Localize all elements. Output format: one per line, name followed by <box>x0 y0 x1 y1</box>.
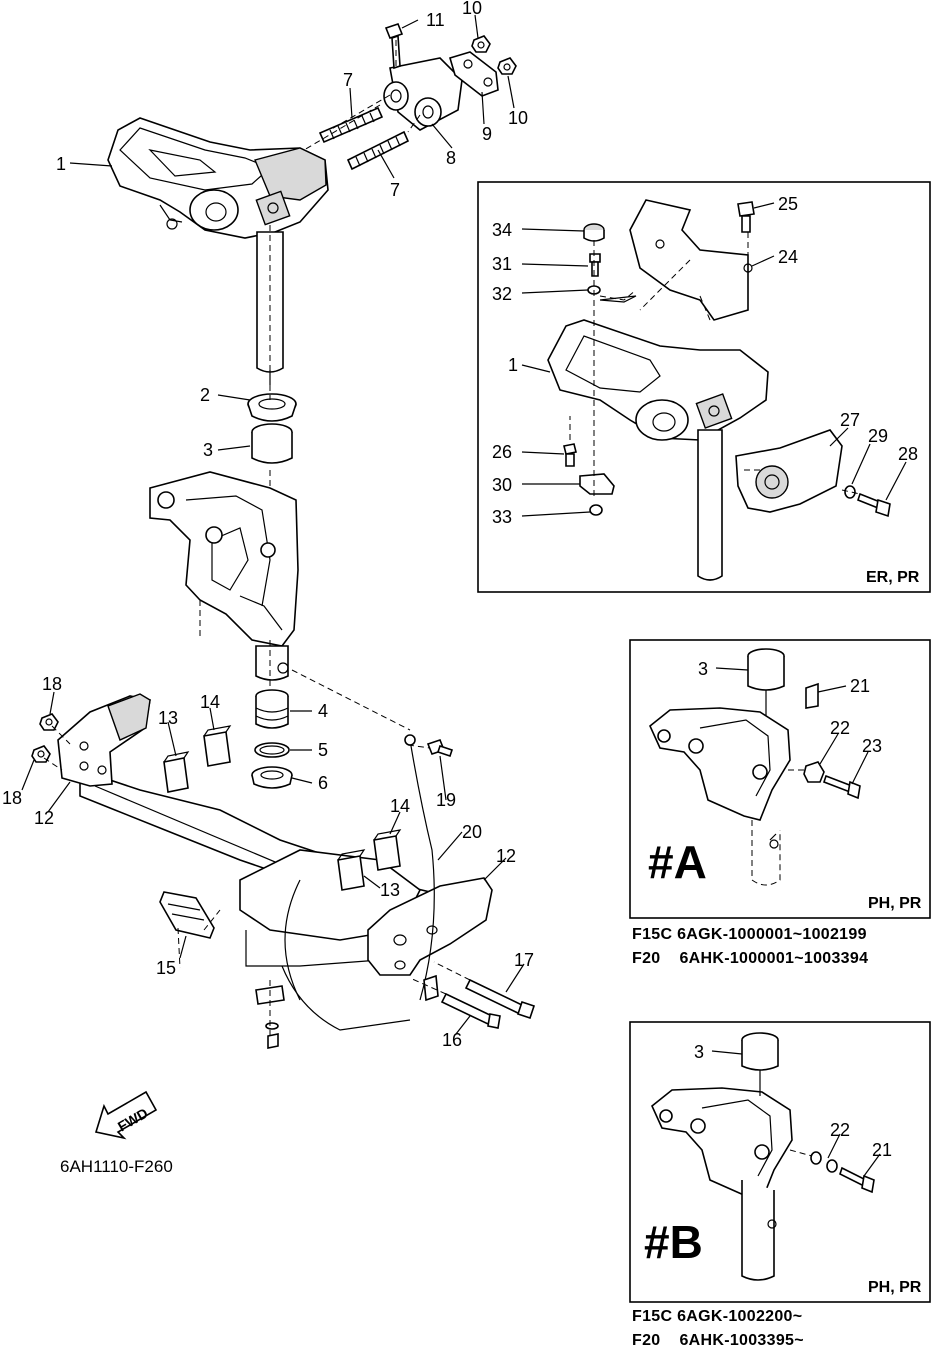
bolt-11 <box>384 23 404 70</box>
inset-er-tag: ER, PR <box>866 569 920 586</box>
part-label-14-right: 14 <box>390 796 410 816</box>
part-label-18-top: 18 <box>42 674 62 694</box>
ground-lead-20 <box>404 734 439 1002</box>
steering-bracket <box>107 117 329 239</box>
pad-13-right <box>337 849 366 891</box>
washer-6 <box>251 766 293 789</box>
inset-er-label-33: 33 <box>492 507 512 527</box>
inset-b-frame <box>629 1021 931 1303</box>
part-label-7-lower: 7 <box>390 180 400 200</box>
inset-b-tag: PH, PR <box>868 1279 922 1296</box>
inset-a-label-3: 3 <box>698 659 708 679</box>
part-label-13-left: 13 <box>158 708 178 728</box>
leader-lines <box>21 14 525 1035</box>
part-label-12-right: 12 <box>496 846 516 866</box>
inset-b-caption-line1: F15C 6AGK-1002200~ <box>632 1308 803 1325</box>
nut-10-top <box>471 35 491 53</box>
part-label-13-right: 13 <box>380 880 400 900</box>
nut-10-right <box>497 57 517 75</box>
bushing-4 <box>255 689 289 729</box>
nut-18-bottom <box>31 745 51 763</box>
inset-er-label-29: 29 <box>868 426 888 446</box>
clamp-12-left <box>57 693 151 787</box>
part-label-15: 15 <box>156 958 176 978</box>
part-label-20: 20 <box>462 822 482 842</box>
inset-b-label-3: 3 <box>694 1042 704 1062</box>
inset-b-title: #B <box>644 1216 703 1268</box>
bolt-16 <box>440 992 501 1029</box>
clamp-12-right <box>367 877 493 976</box>
part-label-7-upper: 7 <box>343 70 353 90</box>
diagram-code: 6AH1110-F260 <box>60 1157 173 1176</box>
inset-a: 3 21 22 23 #A PH, PR <box>629 639 931 919</box>
inset-b-label-21: 21 <box>872 1140 892 1160</box>
part-label-2: 2 <box>200 385 210 405</box>
collar-2 <box>247 393 297 422</box>
bolt-7-upper <box>318 106 384 144</box>
pad-13-left <box>163 751 190 793</box>
screw-19 <box>426 739 454 758</box>
inset-b: 3 22 21 #B PH, PR <box>629 1021 931 1303</box>
part-label-18-bottom: 18 <box>2 788 22 808</box>
bushing-block-8 <box>383 57 463 131</box>
inset-a-label-21: 21 <box>850 676 870 696</box>
part-label-6: 6 <box>318 773 328 793</box>
inset-er-pr-frame <box>477 181 931 593</box>
inset-a-label-23: 23 <box>862 736 882 756</box>
inset-er-label-28: 28 <box>898 444 918 464</box>
plate-9 <box>449 51 499 97</box>
inset-er-label-25: 25 <box>778 194 798 214</box>
inset-a-title: #A <box>648 836 707 888</box>
plate-15 <box>159 891 215 939</box>
inset-a-label-22: 22 <box>830 718 850 738</box>
part-label-5: 5 <box>318 740 328 760</box>
bush-3 <box>251 423 293 464</box>
lower-shaft <box>255 645 289 681</box>
inset-a-caption-line2: F20 6AHK-1000001~1003394 <box>632 950 869 967</box>
inset-b-label-22: 22 <box>830 1120 850 1140</box>
inset-a-caption-line1: F15C 6AGK-1000001~1002199 <box>632 926 867 943</box>
part-label-17: 17 <box>514 950 534 970</box>
part-label-10-right: 10 <box>508 108 528 128</box>
inset-er-label-27: 27 <box>840 410 860 430</box>
fwd-arrow-icon: FWD <box>94 1090 158 1140</box>
inset-a-tag: PH, PR <box>868 895 922 912</box>
inset-er-label-30: 30 <box>492 475 512 495</box>
inset-er-label-32: 32 <box>492 284 512 304</box>
inset-er-pr: 34 31 32 1 25 24 27 29 28 26 30 33 ER, P… <box>477 181 931 593</box>
swivel-bracket <box>149 471 299 647</box>
part-label-19: 19 <box>436 790 456 810</box>
part-label-3: 3 <box>203 440 213 460</box>
inset-er-label-34: 34 <box>492 220 512 240</box>
nut-18-top <box>39 713 59 731</box>
part-label-1: 1 <box>56 154 66 174</box>
part-label-8: 8 <box>446 148 456 168</box>
pad-14-left <box>203 725 232 767</box>
inset-b-caption-line2: F20 6AHK-1003395~ <box>632 1332 804 1349</box>
inset-er-label-26: 26 <box>492 442 512 462</box>
part-label-14-left: 14 <box>200 692 220 712</box>
inset-er-label-24: 24 <box>778 247 798 267</box>
inset-a-frame <box>629 639 931 919</box>
part-label-4: 4 <box>318 701 328 721</box>
pad-14-right <box>373 829 402 871</box>
inset-er-label-31: 31 <box>492 254 512 274</box>
part-label-10-top: 10 <box>462 0 482 18</box>
main-assembly: 1 2 3 4 5 6 7 7 8 9 10 10 11 12 12 13 13… <box>2 0 536 1176</box>
inset-er-label-1: 1 <box>508 355 518 375</box>
part-label-11: 11 <box>426 10 445 30</box>
part-label-12-left: 12 <box>34 808 54 828</box>
part-label-9: 9 <box>482 124 492 144</box>
part-label-16: 16 <box>442 1030 462 1050</box>
o-ring-5 <box>254 742 290 758</box>
bolt-17 <box>464 978 536 1020</box>
